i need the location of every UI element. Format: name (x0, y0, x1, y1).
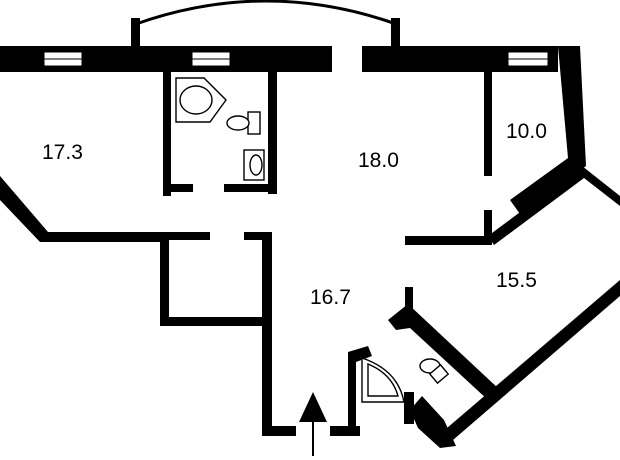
entrance-arrow-icon (299, 392, 327, 456)
small-room-wall-bottom (405, 236, 492, 245)
toilet-2-icon (419, 358, 450, 385)
left-wall-diagonal (0, 176, 166, 242)
hall-wall-bottom-left (262, 426, 296, 436)
outer-walls (0, 0, 586, 242)
room-label-15-5: 15.5 (496, 269, 537, 292)
bath-wall-right (268, 72, 277, 194)
closet-top-right (244, 232, 270, 240)
bay-post-right (391, 18, 400, 48)
closet-wall-bottom (160, 317, 270, 326)
right-wall-diagonal-upper (488, 166, 620, 245)
right-wall-diagonal-lower (440, 280, 620, 446)
bay-window-arc (135, 0, 397, 26)
sink-icon (243, 149, 265, 181)
bay-post-left (131, 18, 140, 48)
bathtub-icon (175, 77, 227, 123)
hall-wall-divider (405, 287, 413, 311)
bath2-wall-top (388, 304, 500, 400)
bath-wall-bottom-left (171, 184, 193, 192)
windows (43, 51, 549, 67)
small-room-wall-left (484, 72, 492, 176)
lower-right-walls (348, 166, 620, 448)
room-label-10-0: 10.0 (506, 120, 547, 143)
shower-icon (361, 357, 405, 403)
bath2-wall-inner (348, 346, 372, 362)
room-label-16-7: 16.7 (310, 286, 351, 309)
small-room-walls (405, 72, 492, 245)
room-label-17-3: 17.3 (42, 141, 83, 164)
closet-top-left (166, 232, 210, 240)
bath2-wall-right-stub (404, 392, 414, 424)
hall-wall-bottom-right (330, 426, 360, 436)
hall-walls (160, 232, 413, 436)
bath-wall-bottom-right (224, 184, 269, 192)
bath2-wall-bottom (410, 396, 456, 448)
bath2-wall-left (348, 352, 356, 436)
bath-wall-left (163, 72, 171, 196)
bathroom-walls (163, 72, 277, 196)
closet-wall-left (160, 232, 169, 326)
hall-wall-left (262, 232, 272, 436)
right-wall-upper (510, 46, 586, 214)
room-label-18-0: 18.0 (358, 149, 399, 172)
toilet-icon (226, 111, 261, 135)
small-room-wall-stub (484, 210, 492, 238)
